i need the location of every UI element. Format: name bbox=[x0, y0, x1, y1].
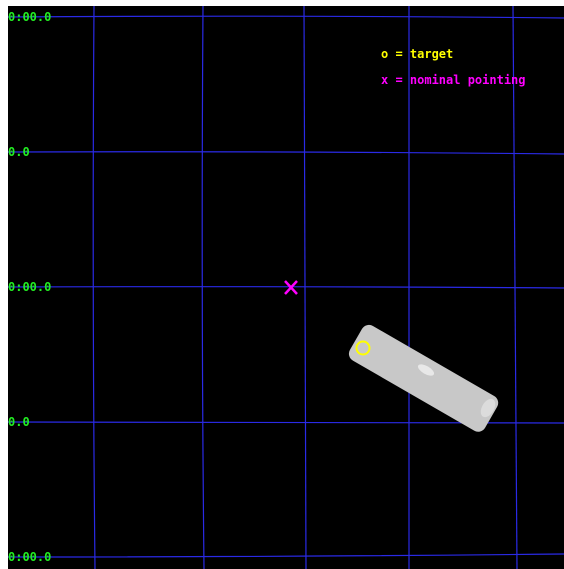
legend-pointing: x = nominal pointing bbox=[381, 73, 526, 87]
coordinate-grid bbox=[8, 6, 564, 569]
dec-label-4: 0.0 bbox=[8, 415, 30, 429]
dec-label-3: 0:00.0 bbox=[8, 280, 51, 294]
grid-line-dec-1 bbox=[8, 16, 564, 18]
grid-line-dec-3 bbox=[8, 287, 564, 288]
dec-label-5: 0:00.0 bbox=[8, 550, 51, 564]
source-blob bbox=[346, 322, 501, 435]
x-cross-icon bbox=[285, 281, 297, 294]
grid-line-ra-2 bbox=[202, 6, 204, 569]
grid-line-dec-5 bbox=[8, 554, 564, 557]
source-image bbox=[346, 322, 501, 435]
grid-line-ra-3 bbox=[304, 6, 306, 569]
grid-line-ra-1 bbox=[93, 6, 95, 569]
sky-field: 0:00.0 0.0 0:00.0 0.0 0:00.0 o = target … bbox=[8, 6, 564, 569]
coordinate-overlay bbox=[8, 6, 564, 569]
dec-label-2: 0.0 bbox=[8, 145, 30, 159]
dec-label-1: 0:00.0 bbox=[8, 10, 51, 24]
grid-line-dec-2 bbox=[8, 152, 564, 154]
legend-target: o = target bbox=[381, 47, 453, 61]
